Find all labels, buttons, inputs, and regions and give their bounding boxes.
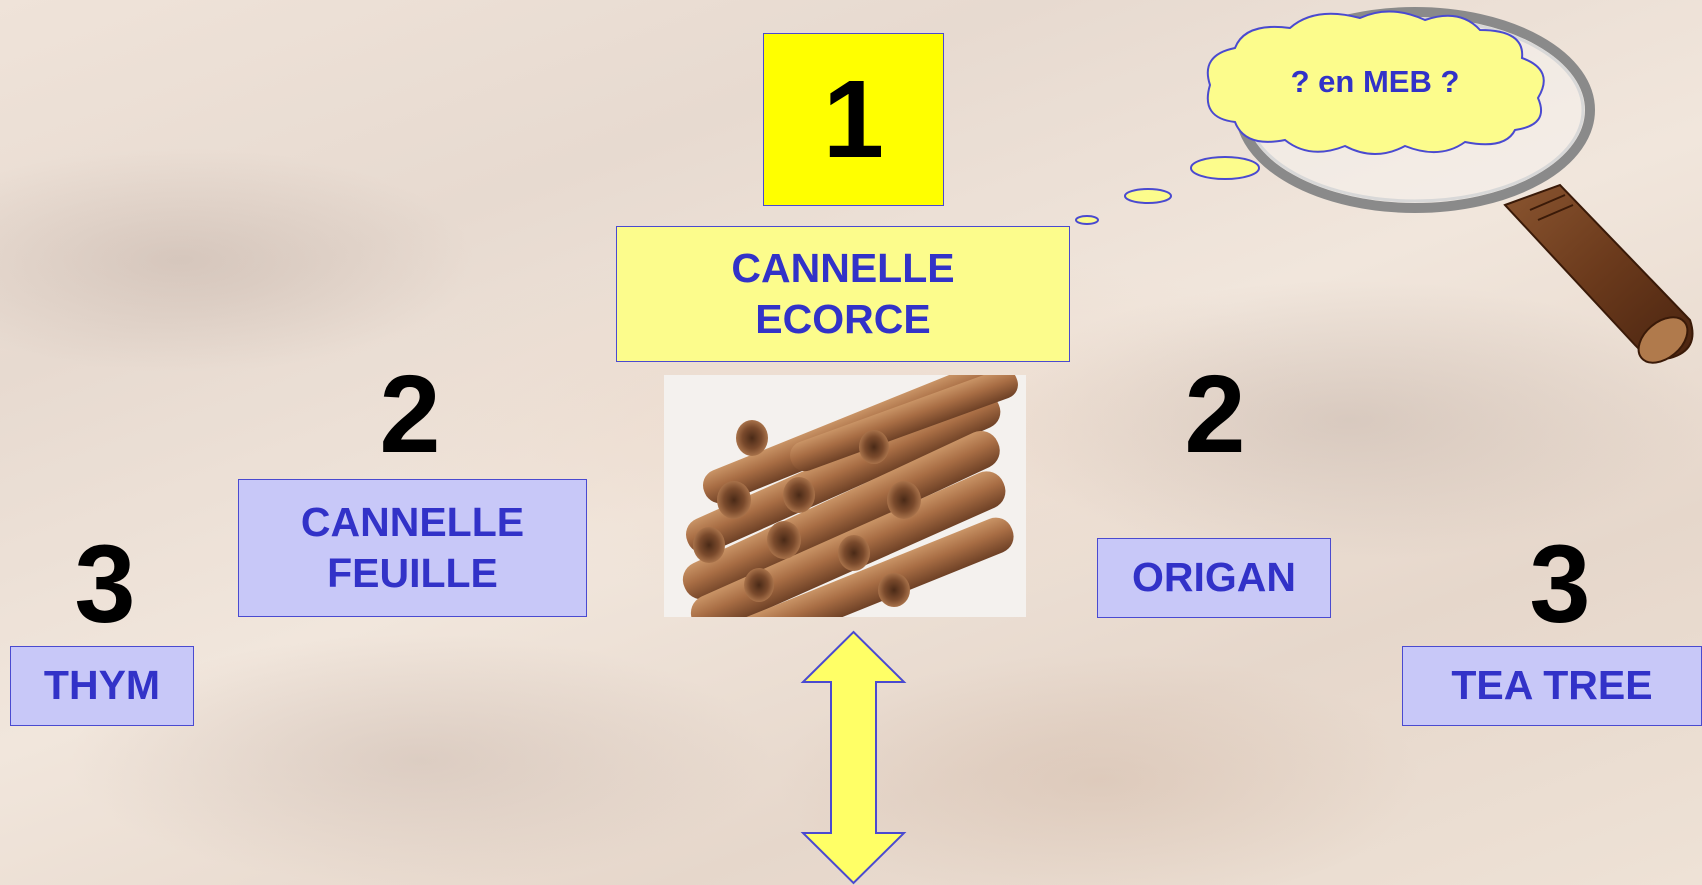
tea-tree-text: TEA TREE — [1451, 660, 1652, 711]
rank-two-left: 2 — [355, 360, 465, 470]
rank-one-number: 1 — [823, 56, 884, 183]
cannelle-ecorce-line1: CANNELLE — [731, 243, 954, 294]
magnifier-handle — [1505, 185, 1696, 370]
cinnamon-sticks-image — [664, 375, 1026, 617]
origan-label: ORIGAN — [1097, 538, 1331, 618]
magnifying-glass-icon: ? en MEB ? — [1060, 0, 1702, 370]
double-arrow-icon — [800, 630, 907, 885]
rank-three-left: 3 — [50, 530, 160, 640]
rank-two-right: 2 — [1160, 360, 1270, 470]
tea-tree-label: TEA TREE — [1402, 646, 1702, 726]
thought-bubble-text: ? en MEB ? — [1291, 64, 1460, 99]
cannelle-feuille-label: CANNELLE FEUILLE — [238, 479, 587, 617]
cannelle-feuille-line2: FEUILLE — [327, 548, 498, 599]
rank-three-right: 3 — [1505, 530, 1615, 640]
thym-text: THYM — [44, 660, 160, 711]
cannelle-ecorce-label: CANNELLE ECORCE — [616, 226, 1070, 362]
cannelle-ecorce-line2: ECORCE — [755, 294, 930, 345]
cannelle-feuille-line1: CANNELLE — [301, 497, 524, 548]
origan-text: ORIGAN — [1132, 552, 1296, 603]
thym-label: THYM — [10, 646, 194, 726]
rank-one-box: 1 — [763, 33, 944, 206]
